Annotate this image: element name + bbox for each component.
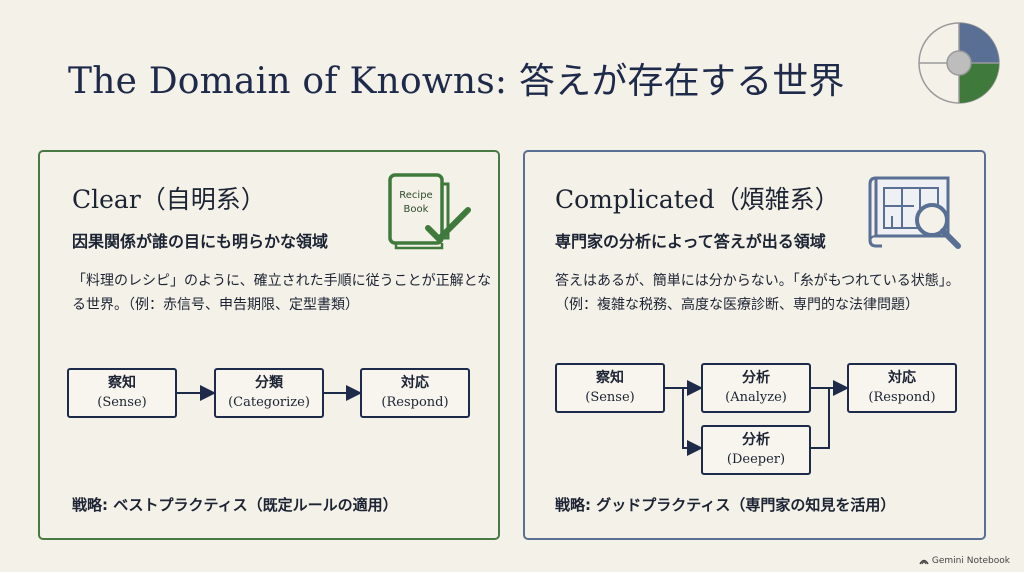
clear-description: 「料理のレシピ」のように、確立された手順に従うことが正解となる世界。（例：赤信号… [72,273,492,313]
flow-box-respond: 対応 (Respond) [847,363,957,413]
recipe-label-2: Book [404,204,429,215]
flow-box-label: 対応 [401,375,429,391]
blueprint-magnifier-icon [868,176,961,249]
flow-box-label: 察知 [108,375,136,391]
flow-box-english: (Sense) [585,390,635,405]
notebook-logo-icon [919,559,929,565]
clear-heading: Clear（自明系） [72,185,266,214]
complicated-strategy: 戦略: グッドプラクティス（専門家の知見を活用） [555,496,896,514]
clear-subheading: 因果関係が誰の目にも明らかな領域 [72,232,329,251]
flow-box-label: 分析 [742,432,770,448]
page-title: The Domain of Knowns: 答えが存在する世界 [68,61,845,102]
complicated-subheading: 専門家の分析によって答えが出る領域 [555,232,826,251]
complicated-domain-panel: Complicated（煩雑系） 専門家の分析によって答えが出る領域 答えはある… [523,150,986,540]
complicated-description: 答えはあるが、簡単には分からない。「糸がもつれている状態」。（例：複雑な税務、高… [555,273,960,313]
clear-strategy: 戦略: ベストプラクティス（既定ルールの適用） [72,496,398,514]
flow-box-categorize: 分類 (Categorize) [214,368,324,418]
footer-label: Gemini Notebook [931,556,1010,566]
flow-box-english: (Respond) [868,390,936,405]
flow-box-english: (Analyze) [725,390,787,405]
cynefin-quadrant-icon [918,22,1000,104]
flow-box-sense: 察知 (Sense) [67,368,177,418]
recipe-label-1: Recipe [399,190,432,201]
flow-box-label: 察知 [596,370,624,386]
flow-box-english: (Categorize) [228,395,310,410]
flow-box-english: (Sense) [97,395,147,410]
flow-box-english: (Deeper) [726,452,786,467]
flow-box-analyze: 分析 (Analyze) [701,363,811,413]
flow-box-respond: 対応 (Respond) [360,368,470,418]
flow-box-label: 分類 [255,375,283,391]
footer-brand: Gemini Notebook [919,556,1010,566]
flow-box-sense: 察知 (Sense) [555,363,665,413]
flow-box-label: 対応 [888,370,916,386]
recipe-book-check-icon: Recipe Book [388,173,471,250]
flow-box-english: (Respond) [381,395,449,410]
complicated-heading: Complicated（煩雑系） [555,185,840,214]
clear-domain-panel: Clear（自明系） 因果関係が誰の目にも明らかな領域 「料理のレシピ」のように… [38,150,500,540]
flow-box-label: 分析 [742,370,770,386]
flow-box-deeper: 分析 (Deeper) [701,425,811,475]
